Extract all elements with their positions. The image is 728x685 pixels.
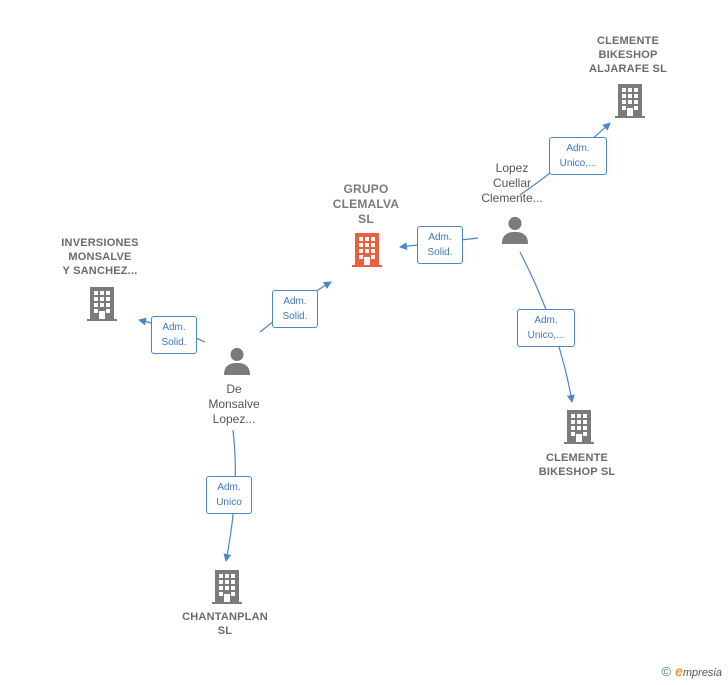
copyright-icon: © [661, 663, 672, 679]
monsalve-label[interactable]: De Monsalve Lopez... [208, 382, 260, 426]
bikeshop-label[interactable]: CLEMENTE BIKESHOP SL [538, 452, 616, 478]
inversiones-building-icon[interactable] [87, 287, 117, 321]
lopez-label[interactable]: Lopez Cuellar Clemente... [481, 161, 543, 205]
edge-label-monsalve-inversiones: Adm. Solid. [151, 316, 197, 354]
aljarafe-label[interactable]: CLEMENTE BIKESHOP ALJARAFE SL [589, 35, 667, 75]
edge-label-monsalve-grupo: Adm. Solid. [272, 290, 318, 328]
bikeshop-building-icon[interactable] [564, 410, 594, 444]
edge-label-lopez-grupo: Adm. Solid. [417, 226, 463, 264]
edge-label-lopez-aljarafe: Adm. Unico,... [549, 137, 607, 175]
edge-label-lopez-bikeshop: Adm. Unico,... [517, 309, 575, 347]
grupo-label[interactable]: GRUPO CLEMALVA SL [332, 182, 400, 226]
grupo-building-icon[interactable] [352, 233, 382, 267]
aljarafe-building-icon[interactable] [615, 84, 645, 118]
edge-label-monsalve-chantanplan: Adm. Unico [206, 476, 252, 514]
lopez-person-icon[interactable] [501, 216, 529, 244]
chantanplan-building-icon[interactable] [212, 570, 242, 604]
brand-logo-text: mpresia [682, 667, 722, 679]
brand-logo-e: e [675, 663, 683, 679]
monsalve-person-icon[interactable] [223, 347, 251, 375]
chantanplan-label[interactable]: CHANTANPLAN SL [182, 611, 268, 637]
footer-brand: © empresia [661, 663, 722, 679]
inversiones-label[interactable]: INVERSIONES MONSALVE Y SANCHEZ... [61, 237, 139, 277]
